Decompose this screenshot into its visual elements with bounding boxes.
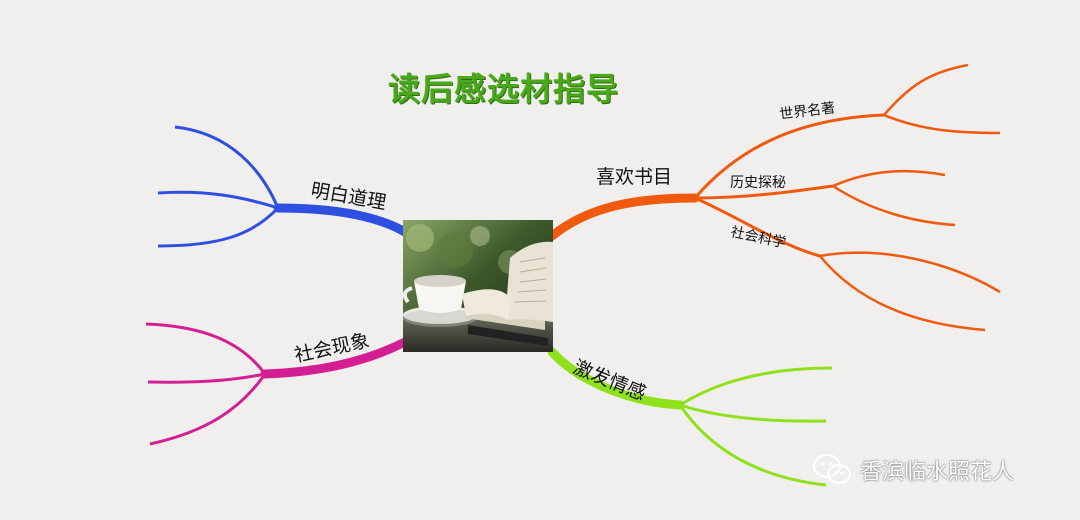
page-title: 读后感选材指导	[388, 70, 620, 108]
sub-label-shijie-mingzhu: 世界名著	[779, 100, 837, 123]
branch-label-jifa: 激发情感	[570, 356, 649, 405]
branch-label-xihuan: 喜欢书目	[596, 166, 672, 188]
center-photo	[402, 220, 553, 352]
wechat-icon	[813, 454, 851, 484]
sub-label-lishi-tanmi: 历史探秘	[730, 175, 786, 191]
branch-jifa	[547, 347, 833, 487]
branch-shehui-xianxiang	[145, 322, 410, 446]
watermark-text: 香滨临水照花人	[860, 460, 1015, 485]
watermark: 香滨临水照花人	[812, 452, 1014, 488]
branch-xihuan	[547, 63, 1001, 332]
branch-mingbai	[157, 125, 410, 248]
